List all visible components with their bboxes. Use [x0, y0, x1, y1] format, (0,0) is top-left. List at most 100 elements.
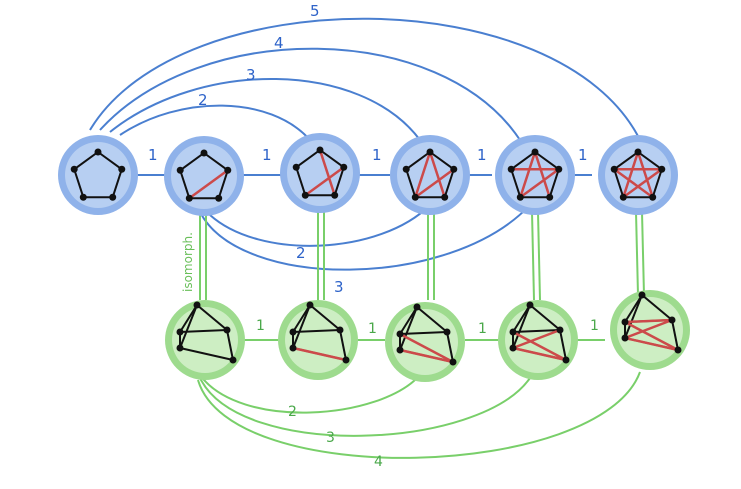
bottom-graph-node: [385, 302, 465, 382]
vertex: [223, 326, 231, 334]
vertex: [118, 165, 126, 173]
vertex: [619, 193, 627, 201]
top-adjacent-label: 1: [477, 146, 487, 164]
graph-edge: [179, 329, 228, 333]
top-row: [58, 133, 678, 216]
vertex: [229, 356, 237, 364]
graph-edge: [179, 304, 198, 349]
bottom-arc-label: 3: [326, 430, 335, 446]
graph-edge: [179, 347, 234, 361]
bottom-graph-node: [498, 300, 578, 380]
vertex: [316, 146, 324, 154]
added-edge: [414, 168, 455, 199]
graph-edge: [559, 329, 567, 361]
green-arc-2: [199, 374, 421, 414]
vertex: [185, 194, 193, 202]
vertex: [70, 165, 78, 173]
vertex: [289, 344, 297, 352]
blue-arc-3: [109, 78, 421, 141]
top-adjacent-label: 1: [578, 146, 588, 164]
added-edge: [512, 330, 567, 362]
added-edge: [399, 348, 454, 364]
blue-arc-2: [119, 104, 311, 141]
graph-edge: [446, 331, 454, 363]
graph-edge: [292, 304, 311, 349]
added-edge: [292, 346, 347, 362]
graph-edge: [226, 329, 234, 361]
top-arc-label: 2: [198, 91, 208, 109]
graph-edge: [292, 329, 341, 333]
vertex: [426, 148, 434, 156]
vertex: [176, 344, 184, 352]
added-edge: [624, 318, 673, 340]
graph-edge: [399, 306, 418, 351]
top-graph-node: [598, 135, 678, 215]
isomorph-links: [199, 211, 645, 301]
vertex: [402, 165, 410, 173]
vertex: [621, 334, 629, 342]
vertex: [507, 165, 515, 173]
top-graph-node: [280, 133, 360, 213]
added-edge: [613, 168, 654, 199]
bottom-graph-node: [165, 300, 245, 380]
added-edge: [519, 151, 537, 198]
bottom-adjacent-label: 1: [256, 318, 265, 334]
vertex: [509, 328, 517, 336]
vertex: [193, 301, 201, 309]
added-edge: [188, 169, 229, 200]
vertex: [396, 346, 404, 354]
added-edge: [414, 151, 432, 198]
vertex: [509, 344, 517, 352]
vertex: [556, 326, 564, 334]
pentagon-edges: [405, 150, 455, 199]
pentagon-edges: [613, 150, 663, 199]
lower-arc-label: 2: [296, 244, 306, 262]
graph-edge: [399, 331, 448, 335]
pentagon-edges: [510, 150, 560, 199]
vertex: [176, 328, 184, 336]
bottom-adjacent-label: 1: [590, 318, 599, 334]
vertex: [342, 356, 350, 364]
graph-edge: [624, 294, 643, 339]
blue-lower-arc-2: [209, 204, 431, 247]
added-edge: [512, 328, 561, 350]
added-edge: [512, 346, 567, 362]
vertex: [658, 165, 666, 173]
graph-edge: [512, 304, 531, 349]
vertex: [546, 193, 554, 201]
top-graph-node: [390, 135, 470, 215]
vertex: [610, 165, 618, 173]
added-edge: [624, 320, 679, 352]
vertex: [331, 191, 339, 199]
graph-edge: [529, 304, 561, 331]
added-edge: [399, 332, 454, 364]
pentagon-edges: [179, 151, 229, 200]
vertex: [531, 148, 539, 156]
bottom-arc-label: 4: [374, 454, 383, 470]
added-edge: [304, 166, 345, 197]
vertex: [306, 301, 314, 309]
top-graph-node: [164, 136, 244, 216]
added-edge: [622, 151, 640, 198]
blue-arc-5: [89, 17, 641, 141]
vertex: [562, 356, 570, 364]
bottom-adjacent-label: 1: [368, 321, 377, 337]
top-adjacent-label: 1: [148, 146, 158, 164]
vertex: [449, 358, 457, 366]
vertex: [674, 346, 682, 354]
lower-arc-label: 3: [334, 278, 344, 296]
vertex: [215, 194, 223, 202]
vertex: [555, 165, 563, 173]
vertex: [668, 316, 676, 324]
vertex: [638, 291, 646, 299]
vertex: [396, 330, 404, 338]
vertex: [109, 193, 117, 201]
added-edge: [636, 151, 654, 198]
green-arc-4: [197, 371, 641, 459]
vertex: [413, 303, 421, 311]
blue-lower-arc-3: [199, 204, 531, 271]
bottom-graph-node: [278, 300, 358, 380]
blue-arc-4: [99, 47, 521, 141]
isomorph-label: isomorph.: [181, 232, 195, 292]
